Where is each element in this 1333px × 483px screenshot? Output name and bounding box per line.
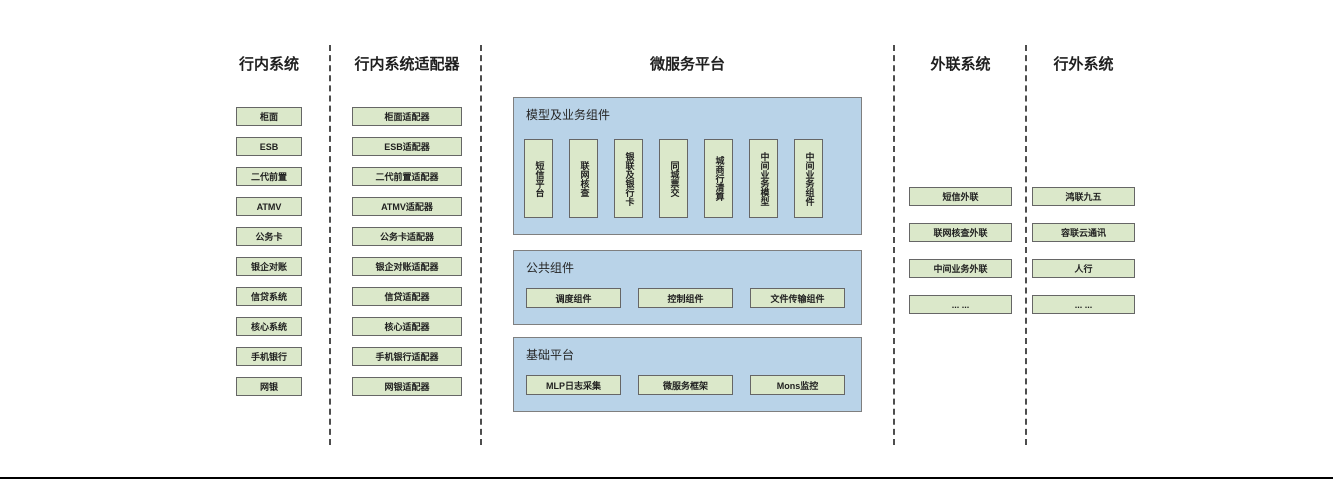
dashed-separator bbox=[893, 45, 895, 445]
column-title-adapters: 行内系统适配器 bbox=[354, 56, 460, 73]
node-label: 中间业务模型 bbox=[759, 151, 770, 206]
node-label: 中间业务组件 bbox=[804, 151, 815, 206]
dashed-separator bbox=[480, 45, 482, 445]
diagram-node: 公务卡 bbox=[236, 227, 302, 246]
external-node-list: 鸿联九五 容联云通讯 人行 ... ... bbox=[1032, 187, 1135, 314]
common-node-list: 调度组件 控制组件 文件传输组件 bbox=[526, 288, 845, 308]
dashed-separator bbox=[329, 45, 331, 445]
diagram-node: 银企对账 bbox=[236, 257, 302, 276]
column-title-external: 行外系统 bbox=[1053, 56, 1114, 73]
diagram-node: ATMV适配器 bbox=[352, 197, 462, 216]
diagram-node: 银企对账适配器 bbox=[352, 257, 462, 276]
model-node-list: 短信平台 联网核查 银联及银行卡 同城票交 城商行清算 中间业务模型 中间业务组… bbox=[524, 139, 823, 218]
diagram-node: 城商行清算 bbox=[704, 139, 733, 218]
diagram-node: 核心适配器 bbox=[352, 317, 462, 336]
diagram-node: 信贷系统 bbox=[236, 287, 302, 306]
diagram-node: 中间业务模型 bbox=[749, 139, 778, 218]
diagram-node: 银联及银行卡 bbox=[614, 139, 643, 218]
bottom-border-line bbox=[0, 477, 1333, 479]
column-title-internal: 行内系统 bbox=[238, 56, 299, 73]
diagram-node: 柜面适配器 bbox=[352, 107, 462, 126]
internal-node-list: 柜面 ESB 二代前置 ATMV 公务卡 银企对账 信贷系统 核心系统 手机银行… bbox=[236, 107, 302, 396]
diagram-node: 手机银行适配器 bbox=[352, 347, 462, 366]
diagram-node: 二代前置适配器 bbox=[352, 167, 462, 186]
diagram-node: 网银 bbox=[236, 377, 302, 396]
diagram-node: 文件传输组件 bbox=[750, 288, 845, 308]
diagram-node: 核心系统 bbox=[236, 317, 302, 336]
diagram-node: 鸿联九五 bbox=[1032, 187, 1135, 206]
group-panel-base-platform: 基础平台 MLP日志采集 微服务框架 Mons监控 bbox=[513, 337, 862, 412]
diagram-node: 人行 bbox=[1032, 259, 1135, 278]
node-label: 短信平台 bbox=[534, 160, 545, 197]
node-label: 联网核查 bbox=[579, 160, 590, 197]
column-title-outreach: 外联系统 bbox=[930, 56, 991, 73]
diagram-node: 同城票交 bbox=[659, 139, 688, 218]
group-label: 模型及业务组件 bbox=[526, 108, 611, 122]
adapter-node-list: 柜面适配器 ESB适配器 二代前置适配器 ATMV适配器 公务卡适配器 银企对账… bbox=[352, 107, 462, 396]
diagram-node: 中间业务外联 bbox=[909, 259, 1012, 278]
diagram-node: 短信平台 bbox=[524, 139, 553, 218]
diagram-node: 柜面 bbox=[236, 107, 302, 126]
diagram-node: Mons监控 bbox=[750, 375, 845, 395]
column-title-microservice-platform: 微服务平台 bbox=[649, 56, 725, 73]
column-internal-systems: 行内系统 柜面 ESB 二代前置 ATMV 公务卡 银企对账 信贷系统 核心系统… bbox=[236, 55, 302, 396]
diagram-node: 控制组件 bbox=[638, 288, 733, 308]
column-outreach-systems: 外联系统 短信外联 联网核查外联 中间业务外联 ... ... bbox=[909, 55, 1012, 314]
node-label: 城商行清算 bbox=[714, 156, 725, 201]
diagram-node: 联网核查外联 bbox=[909, 223, 1012, 242]
group-panel-common-components: 公共组件 调度组件 控制组件 文件传输组件 bbox=[513, 250, 862, 325]
diagram-node: MLP日志采集 bbox=[526, 375, 621, 395]
diagram-node: 联网核查 bbox=[569, 139, 598, 218]
diagram-node: 短信外联 bbox=[909, 187, 1012, 206]
diagram-node: 手机银行 bbox=[236, 347, 302, 366]
dashed-separator bbox=[1025, 45, 1027, 445]
diagram-node: ATMV bbox=[236, 197, 302, 216]
column-internal-adapters: 行内系统适配器 柜面适配器 ESB适配器 二代前置适配器 ATMV适配器 公务卡… bbox=[352, 55, 462, 396]
diagram-node: 容联云通讯 bbox=[1032, 223, 1135, 242]
diagram-node: 网银适配器 bbox=[352, 377, 462, 396]
group-label: 基础平台 bbox=[526, 348, 575, 362]
group-label: 公共组件 bbox=[526, 261, 575, 275]
diagram-node: 公务卡适配器 bbox=[352, 227, 462, 246]
column-external-systems: 行外系统 鸿联九五 容联云通讯 人行 ... ... bbox=[1032, 55, 1135, 314]
outreach-node-list: 短信外联 联网核查外联 中间业务外联 ... ... bbox=[909, 187, 1012, 314]
node-label: 同城票交 bbox=[669, 160, 680, 197]
diagram-node: ESB bbox=[236, 137, 302, 156]
diagram-node: 中间业务组件 bbox=[794, 139, 823, 218]
diagram-node: ... ... bbox=[909, 295, 1012, 314]
node-label: 银联及银行卡 bbox=[624, 151, 635, 206]
group-panel-model-components: 模型及业务组件 短信平台 联网核查 银联及银行卡 同城票交 城商行清算 中间业务… bbox=[513, 97, 862, 235]
diagram-node: 微服务框架 bbox=[638, 375, 733, 395]
base-node-list: MLP日志采集 微服务框架 Mons监控 bbox=[526, 375, 845, 395]
diagram-node: 调度组件 bbox=[526, 288, 621, 308]
diagram-node: 信贷适配器 bbox=[352, 287, 462, 306]
diagram-node: ... ... bbox=[1032, 295, 1135, 314]
diagram-node: 二代前置 bbox=[236, 167, 302, 186]
diagram-node: ESB适配器 bbox=[352, 137, 462, 156]
